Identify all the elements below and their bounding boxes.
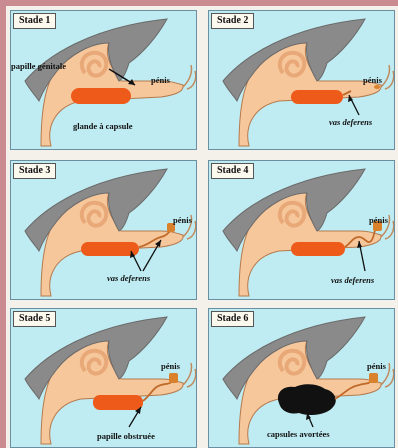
label-vas-deferens: vas deferens	[329, 117, 372, 127]
label-glande: glande à capsule	[73, 121, 133, 131]
label-penis: pénis	[363, 75, 382, 85]
stage-3-panel: Stade 3 pénis vas deferens	[10, 160, 197, 300]
stage-4-panel: Stade 4 pénis vas deferens	[208, 160, 395, 300]
label-papille: papille génitale	[11, 61, 66, 71]
stage-1-panel: Stade 1 papille génitale pénis glande à …	[10, 10, 197, 150]
stage-3-drawing	[11, 161, 196, 299]
stage-title: Stade 6	[211, 311, 254, 327]
label-vas-deferens: vas deferens	[331, 275, 374, 285]
stage-5-panel: Stade 5 pénis papille obstruée	[10, 308, 197, 448]
stage-2-panel: Stade 2 pénis vas deferens	[208, 10, 395, 150]
label-penis: pénis	[151, 75, 170, 85]
stage-title: Stade 2	[211, 13, 254, 29]
stage-title: Stade 1	[13, 13, 56, 29]
label-penis: pénis	[367, 361, 386, 371]
label-capsules-avortees: capsules avortées	[267, 429, 330, 439]
stage-5-drawing	[11, 309, 196, 447]
label-penis: pénis	[161, 361, 180, 371]
label-penis: pénis	[173, 215, 192, 225]
stage-6-drawing	[209, 309, 394, 447]
stage-6-panel: Stade 6 pénis capsules avortées	[208, 308, 395, 448]
label-penis: pénis	[369, 215, 388, 225]
stage-title: Stade 5	[13, 311, 56, 327]
figure-frame: Stade 1 papille génitale pénis glande à …	[6, 6, 398, 448]
stage-title: Stade 4	[211, 163, 254, 179]
label-papille-obstruee: papille obstruée	[97, 431, 155, 441]
capsule-gland	[71, 88, 131, 104]
label-vas-deferens: vas deferens	[107, 273, 150, 283]
stage-title: Stade 3	[13, 163, 56, 179]
